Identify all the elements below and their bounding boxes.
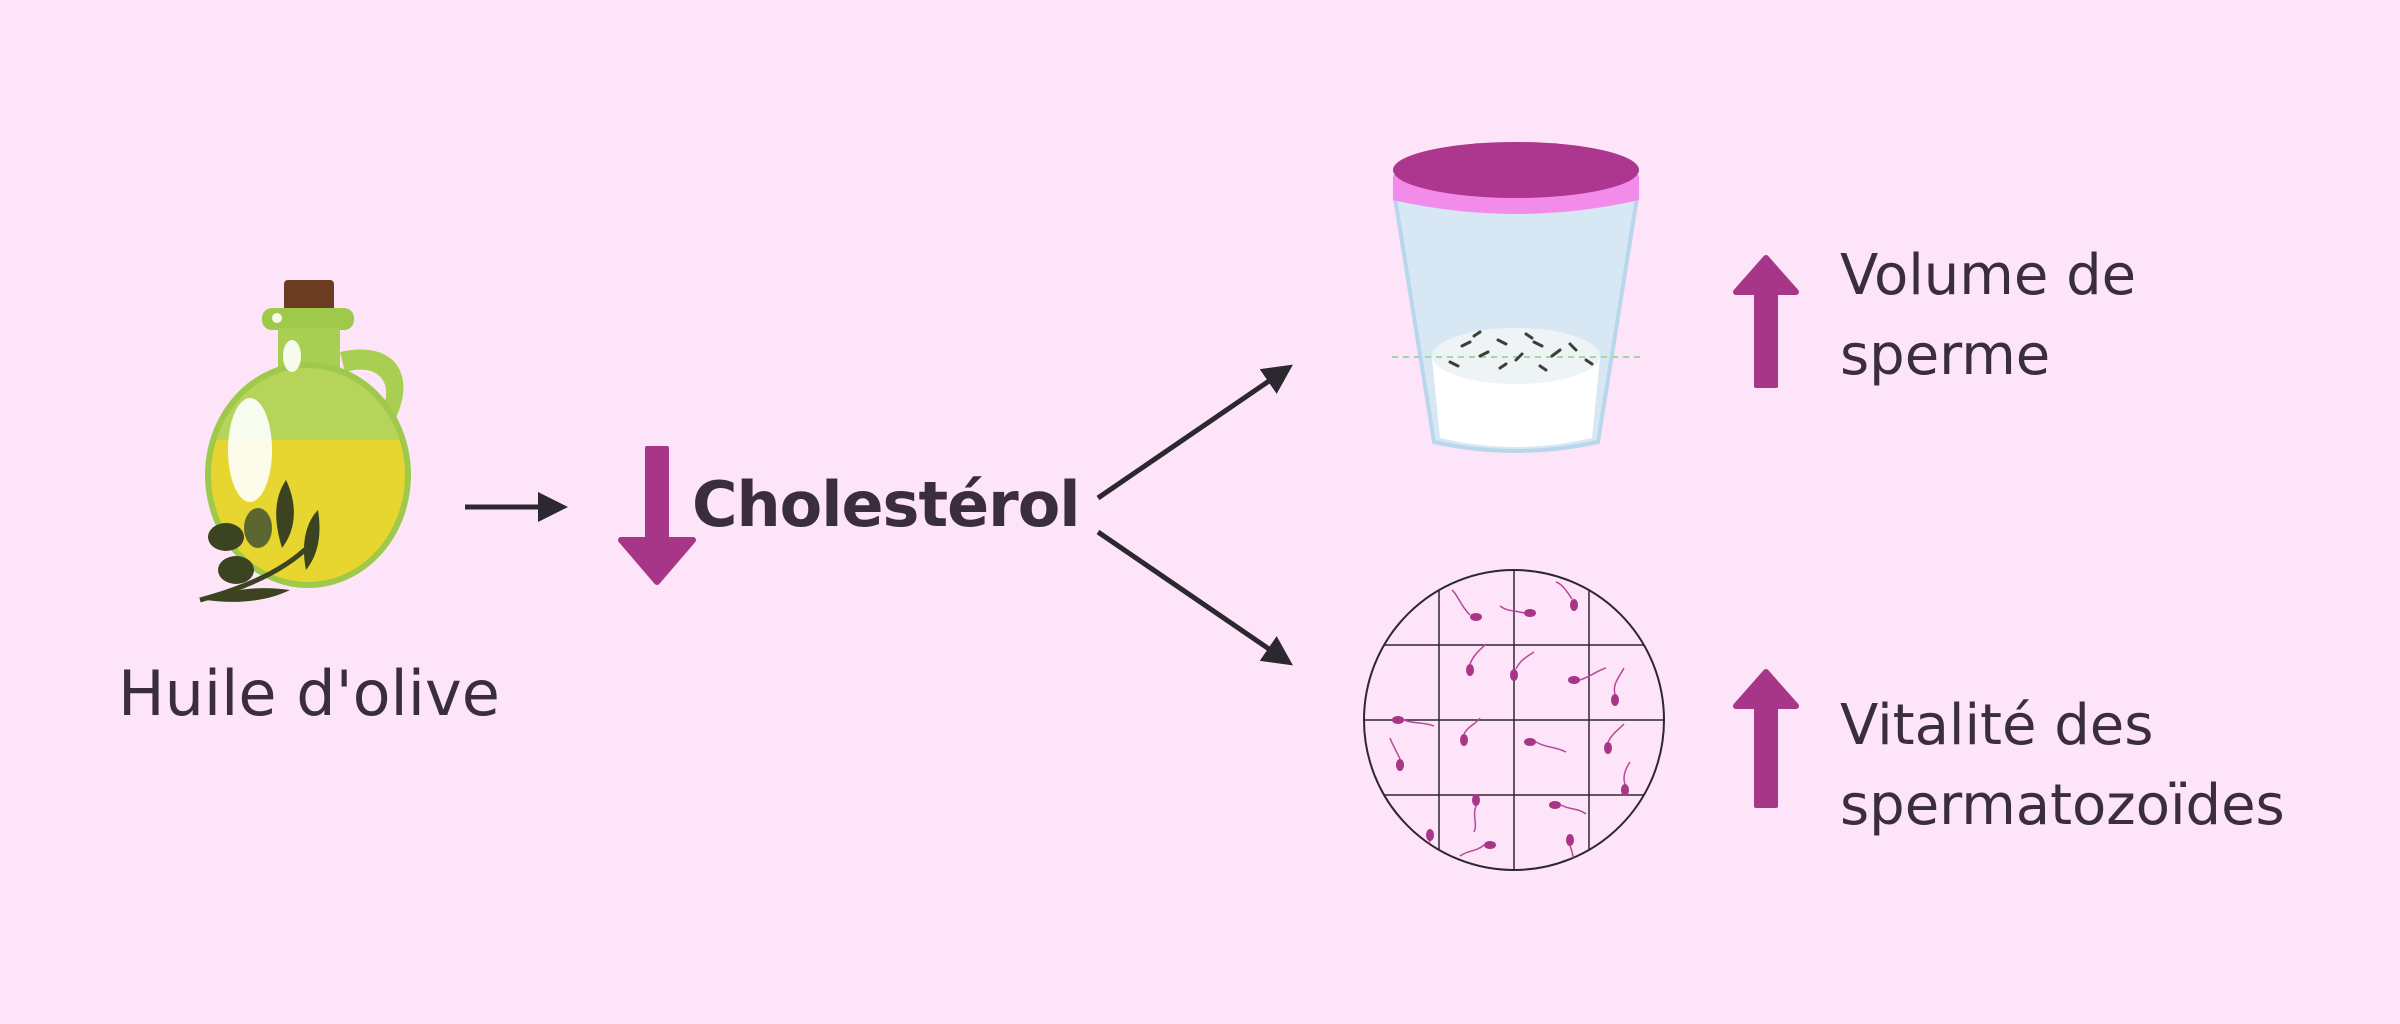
sperm-vitality-label: Vitalité des spermatozoïdes xyxy=(1840,686,2285,845)
specimen-cup-icon xyxy=(1392,142,1642,453)
olive-oil-label: Huile d'olive xyxy=(118,657,500,730)
arrow-to-sperm-vitality xyxy=(1096,529,1293,666)
microscope-slide-icon xyxy=(1363,569,1665,871)
arrow-to-semen-volume xyxy=(1096,364,1293,501)
semen-volume-label-line: sperme xyxy=(1840,322,2051,388)
decrease-arrow-icon xyxy=(618,446,696,585)
sperm-vitality-label-line: spermatozoïdes xyxy=(1840,772,2285,838)
sperm-vitality-label-line: Vitalité des xyxy=(1840,693,2154,758)
increase-arrow-icon xyxy=(1733,669,1799,808)
semen-volume-label-line: Volume de xyxy=(1840,243,2137,308)
increase-arrow-icon xyxy=(1733,255,1799,388)
cholesterol-label: Cholestérol xyxy=(692,468,1081,541)
semen-volume-label: Volume de sperme xyxy=(1840,236,2136,395)
olive-oil-jar-icon xyxy=(199,280,411,603)
